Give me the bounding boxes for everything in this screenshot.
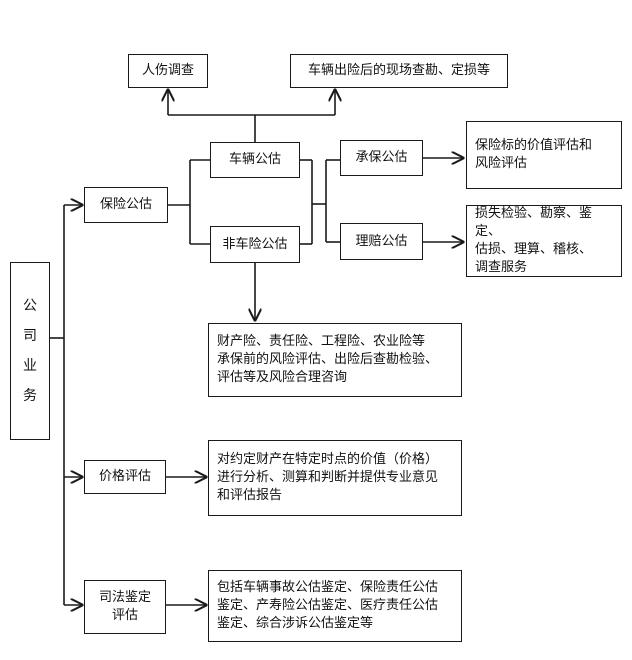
- claims-box: 理赔公估: [340, 223, 423, 260]
- price-desc-box: 对约定财产在特定时点的价值（价格） 进行分析、测算和判断并提供专业意见 和评估报…: [208, 440, 462, 516]
- underwriting-label: 承保公估: [355, 150, 408, 165]
- judicial-box: 司法鉴定 评估: [84, 580, 166, 634]
- underwriting-desc-text: 保险标的价值评估和 风险评估: [475, 138, 593, 171]
- injury-label: 人伤调查: [141, 63, 194, 78]
- price-label: 价格评估: [98, 469, 151, 484]
- vehicle-label: 车辆公估: [228, 152, 281, 167]
- underwriting-desc-box: 保险标的价值评估和 风险评估: [466, 121, 622, 189]
- root-box: 公 司 业 务: [10, 262, 50, 440]
- insurance-box: 保险公估: [84, 187, 168, 223]
- price-desc-text: 对约定财产在特定时点的价值（价格） 进行分析、测算和判断并提供专业意见 和评估报…: [217, 452, 439, 503]
- claims-desc-box: 损失检验、勘察、鉴定、 估损、理算、稽核、 调查服务: [466, 205, 622, 277]
- insurance-label: 保险公估: [99, 197, 152, 212]
- underwriting-box: 承保公估: [340, 140, 423, 176]
- nonvehicle-label: 非车险公估: [222, 236, 288, 252]
- judicial-label: 司法鉴定 评估: [98, 590, 151, 623]
- injury-box: 人伤调查: [128, 54, 208, 88]
- onsite-label: 车辆出险后的现场查勘、定损等: [307, 63, 490, 78]
- vehicle-box: 车辆公估: [210, 142, 300, 178]
- onsite-box: 车辆出险后的现场查勘、定损等: [290, 54, 508, 88]
- price-box: 价格评估: [84, 460, 166, 494]
- root-label: 公 司 业 务: [23, 298, 37, 404]
- nonvehicle-box: 非车险公估: [210, 226, 300, 263]
- nonvehicle-desc-box: 财产险、责任险、工程险、农业险等 承保前的风险评估、出险后查勘检验、 评估等及风…: [208, 323, 462, 397]
- claims-label: 理赔公估: [355, 233, 408, 249]
- nonvehicle-desc-text: 财产险、责任险、工程险、农业险等 承保前的风险评估、出险后查勘检验、 评估等及风…: [217, 334, 439, 385]
- judicial-desc-box: 包括车辆事故公估鉴定、保险责任公估 鉴定、产寿险公估鉴定、医疗责任公估 鉴定、综…: [208, 570, 462, 642]
- claims-desc-text: 损失检验、勘察、鉴定、 估损、理算、稽核、 调查服务: [475, 206, 593, 275]
- judicial-desc-text: 包括车辆事故公估鉴定、保险责任公估 鉴定、产寿险公估鉴定、医疗责任公估 鉴定、综…: [217, 580, 439, 631]
